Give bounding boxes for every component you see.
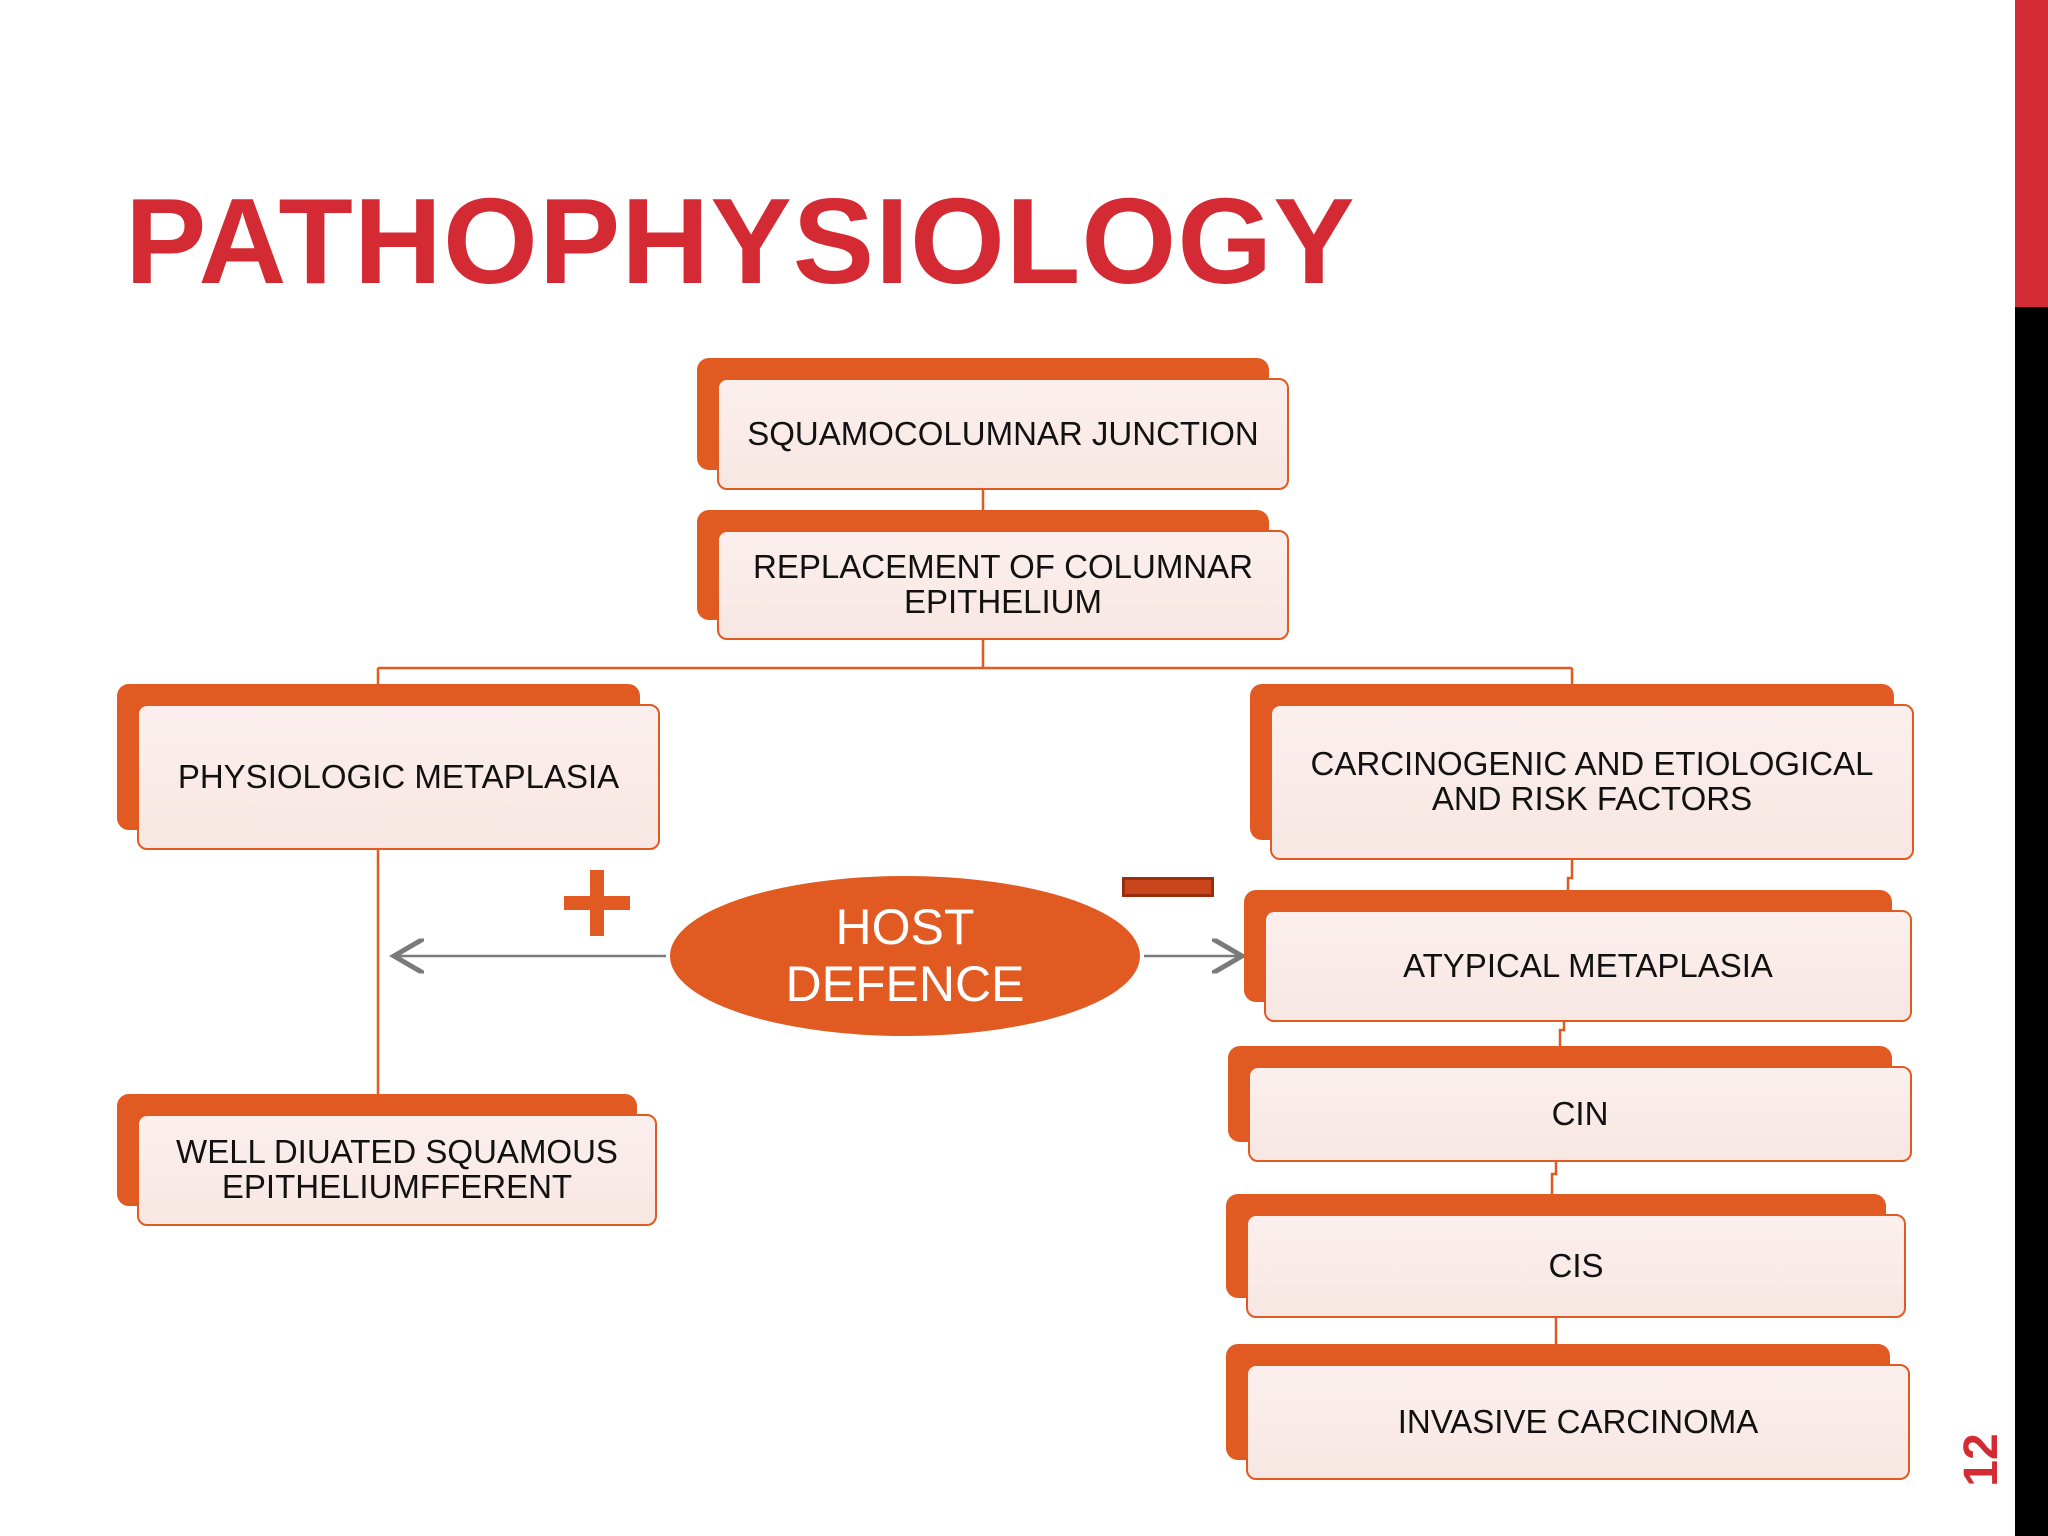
node-label: SQUAMOCOLUMNAR JUNCTION	[717, 378, 1289, 490]
node-carcinogenic-risk-factors: CARCINOGENIC AND ETIOLOGICAL AND RISK FA…	[1250, 684, 1914, 860]
page-title: PATHOPHYSIOLOGY	[125, 173, 1356, 309]
node-label: REPLACEMENT OF COLUMNAR EPITHELIUM	[717, 530, 1289, 640]
node-label: CIN	[1248, 1066, 1912, 1162]
node-label: PHYSIOLOGIC METAPLASIA	[137, 704, 660, 850]
node-label: WELL DIUATED SQUAMOUS EPITHELIUMFFERENT	[137, 1114, 657, 1226]
node-well-differentiated-epithelium: WELL DIUATED SQUAMOUS EPITHELIUMFFERENT	[117, 1094, 657, 1226]
plus-icon-vertical	[590, 870, 604, 936]
node-label: INVASIVE CARCINOMA	[1246, 1364, 1910, 1480]
minus-icon	[1122, 877, 1214, 897]
node-replacement-columnar-epithelium: REPLACEMENT OF COLUMNAR EPITHELIUM	[697, 510, 1289, 640]
node-atypical-metaplasia: ATYPICAL METAPLASIA	[1244, 890, 1912, 1022]
node-label: CIS	[1246, 1214, 1906, 1318]
node-invasive-carcinoma: INVASIVE CARCINOMA	[1226, 1344, 1910, 1480]
host-defence-ellipse: HOST DEFENCE	[670, 876, 1140, 1036]
node-cin: CIN	[1228, 1046, 1912, 1162]
node-cis: CIS	[1226, 1194, 1906, 1318]
node-label: CARCINOGENIC AND ETIOLOGICAL AND RISK FA…	[1270, 704, 1914, 860]
node-squamocolumnar-junction: SQUAMOCOLUMNAR JUNCTION	[697, 358, 1289, 490]
accent-bar-red	[2015, 0, 2048, 307]
node-label: ATYPICAL METAPLASIA	[1264, 910, 1912, 1022]
accent-bar-black	[2015, 307, 2048, 1536]
node-physiologic-metaplasia: PHYSIOLOGIC METAPLASIA	[117, 684, 660, 850]
